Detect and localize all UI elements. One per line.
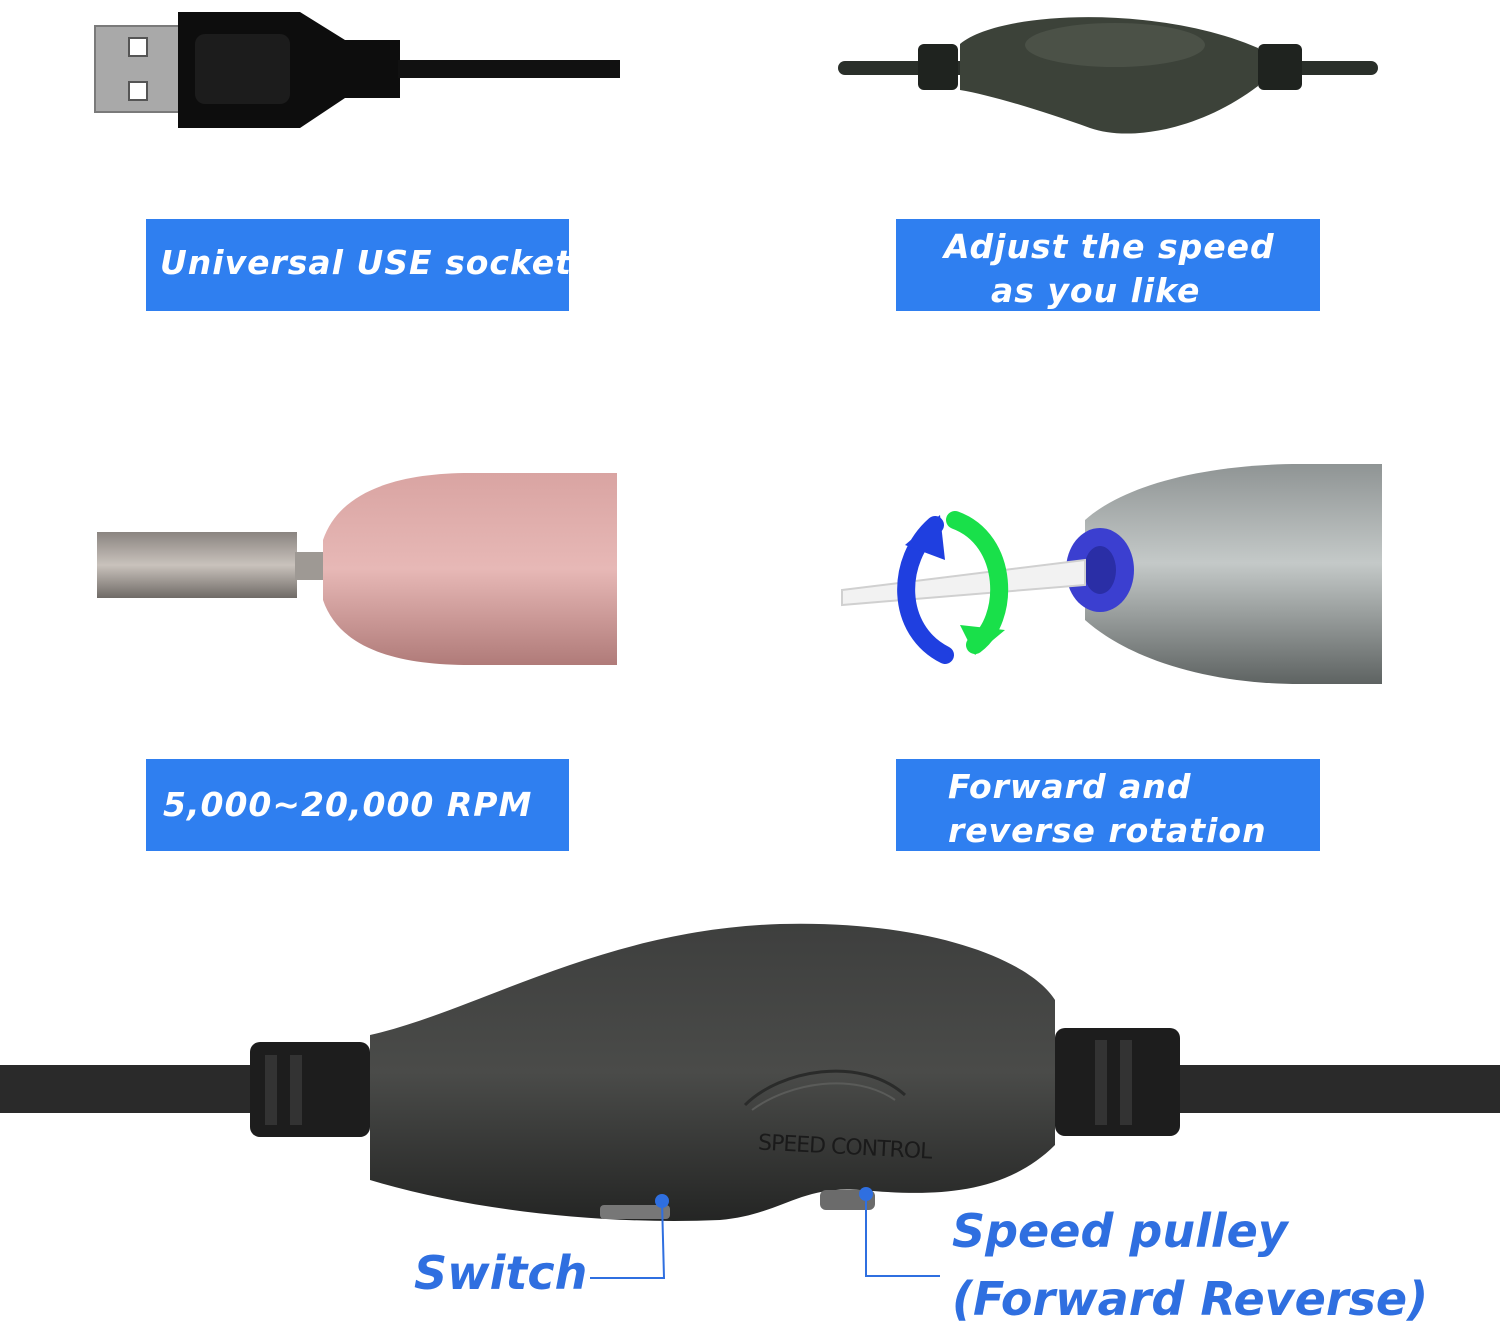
rotation-label-line2: reverse rotation — [948, 811, 1267, 850]
pink-drill-handpiece-icon — [97, 473, 617, 665]
rpm-label: 5,000~20,000 RPM — [146, 759, 569, 851]
usb-socket-label-text: Universal USE socket — [160, 243, 572, 282]
speed-pulley-callout-line1: Speed pulley — [952, 1204, 1288, 1258]
rotation-label-line1: Forward and — [948, 767, 1192, 806]
adjust-speed-label-line2: as you like — [991, 271, 1201, 310]
usb-socket-label: Universal USE socket — [146, 219, 572, 311]
usb-plug-icon — [94, 12, 620, 128]
silver-drill-rotation-icon — [841, 464, 1382, 684]
rotation-label: Forward and reverse rotation — [896, 759, 1320, 851]
inline-speed-controller-icon — [838, 17, 1378, 134]
adjust-speed-label-line1: Adjust the speed — [944, 227, 1275, 266]
rpm-label-text: 5,000~20,000 RPM — [163, 785, 533, 824]
switch-callout: Switch — [414, 1246, 588, 1300]
adjust-speed-label: Adjust the speed as you like — [896, 219, 1320, 311]
speed-pulley-callout-line2: (Forward Reverse) — [952, 1272, 1429, 1326]
